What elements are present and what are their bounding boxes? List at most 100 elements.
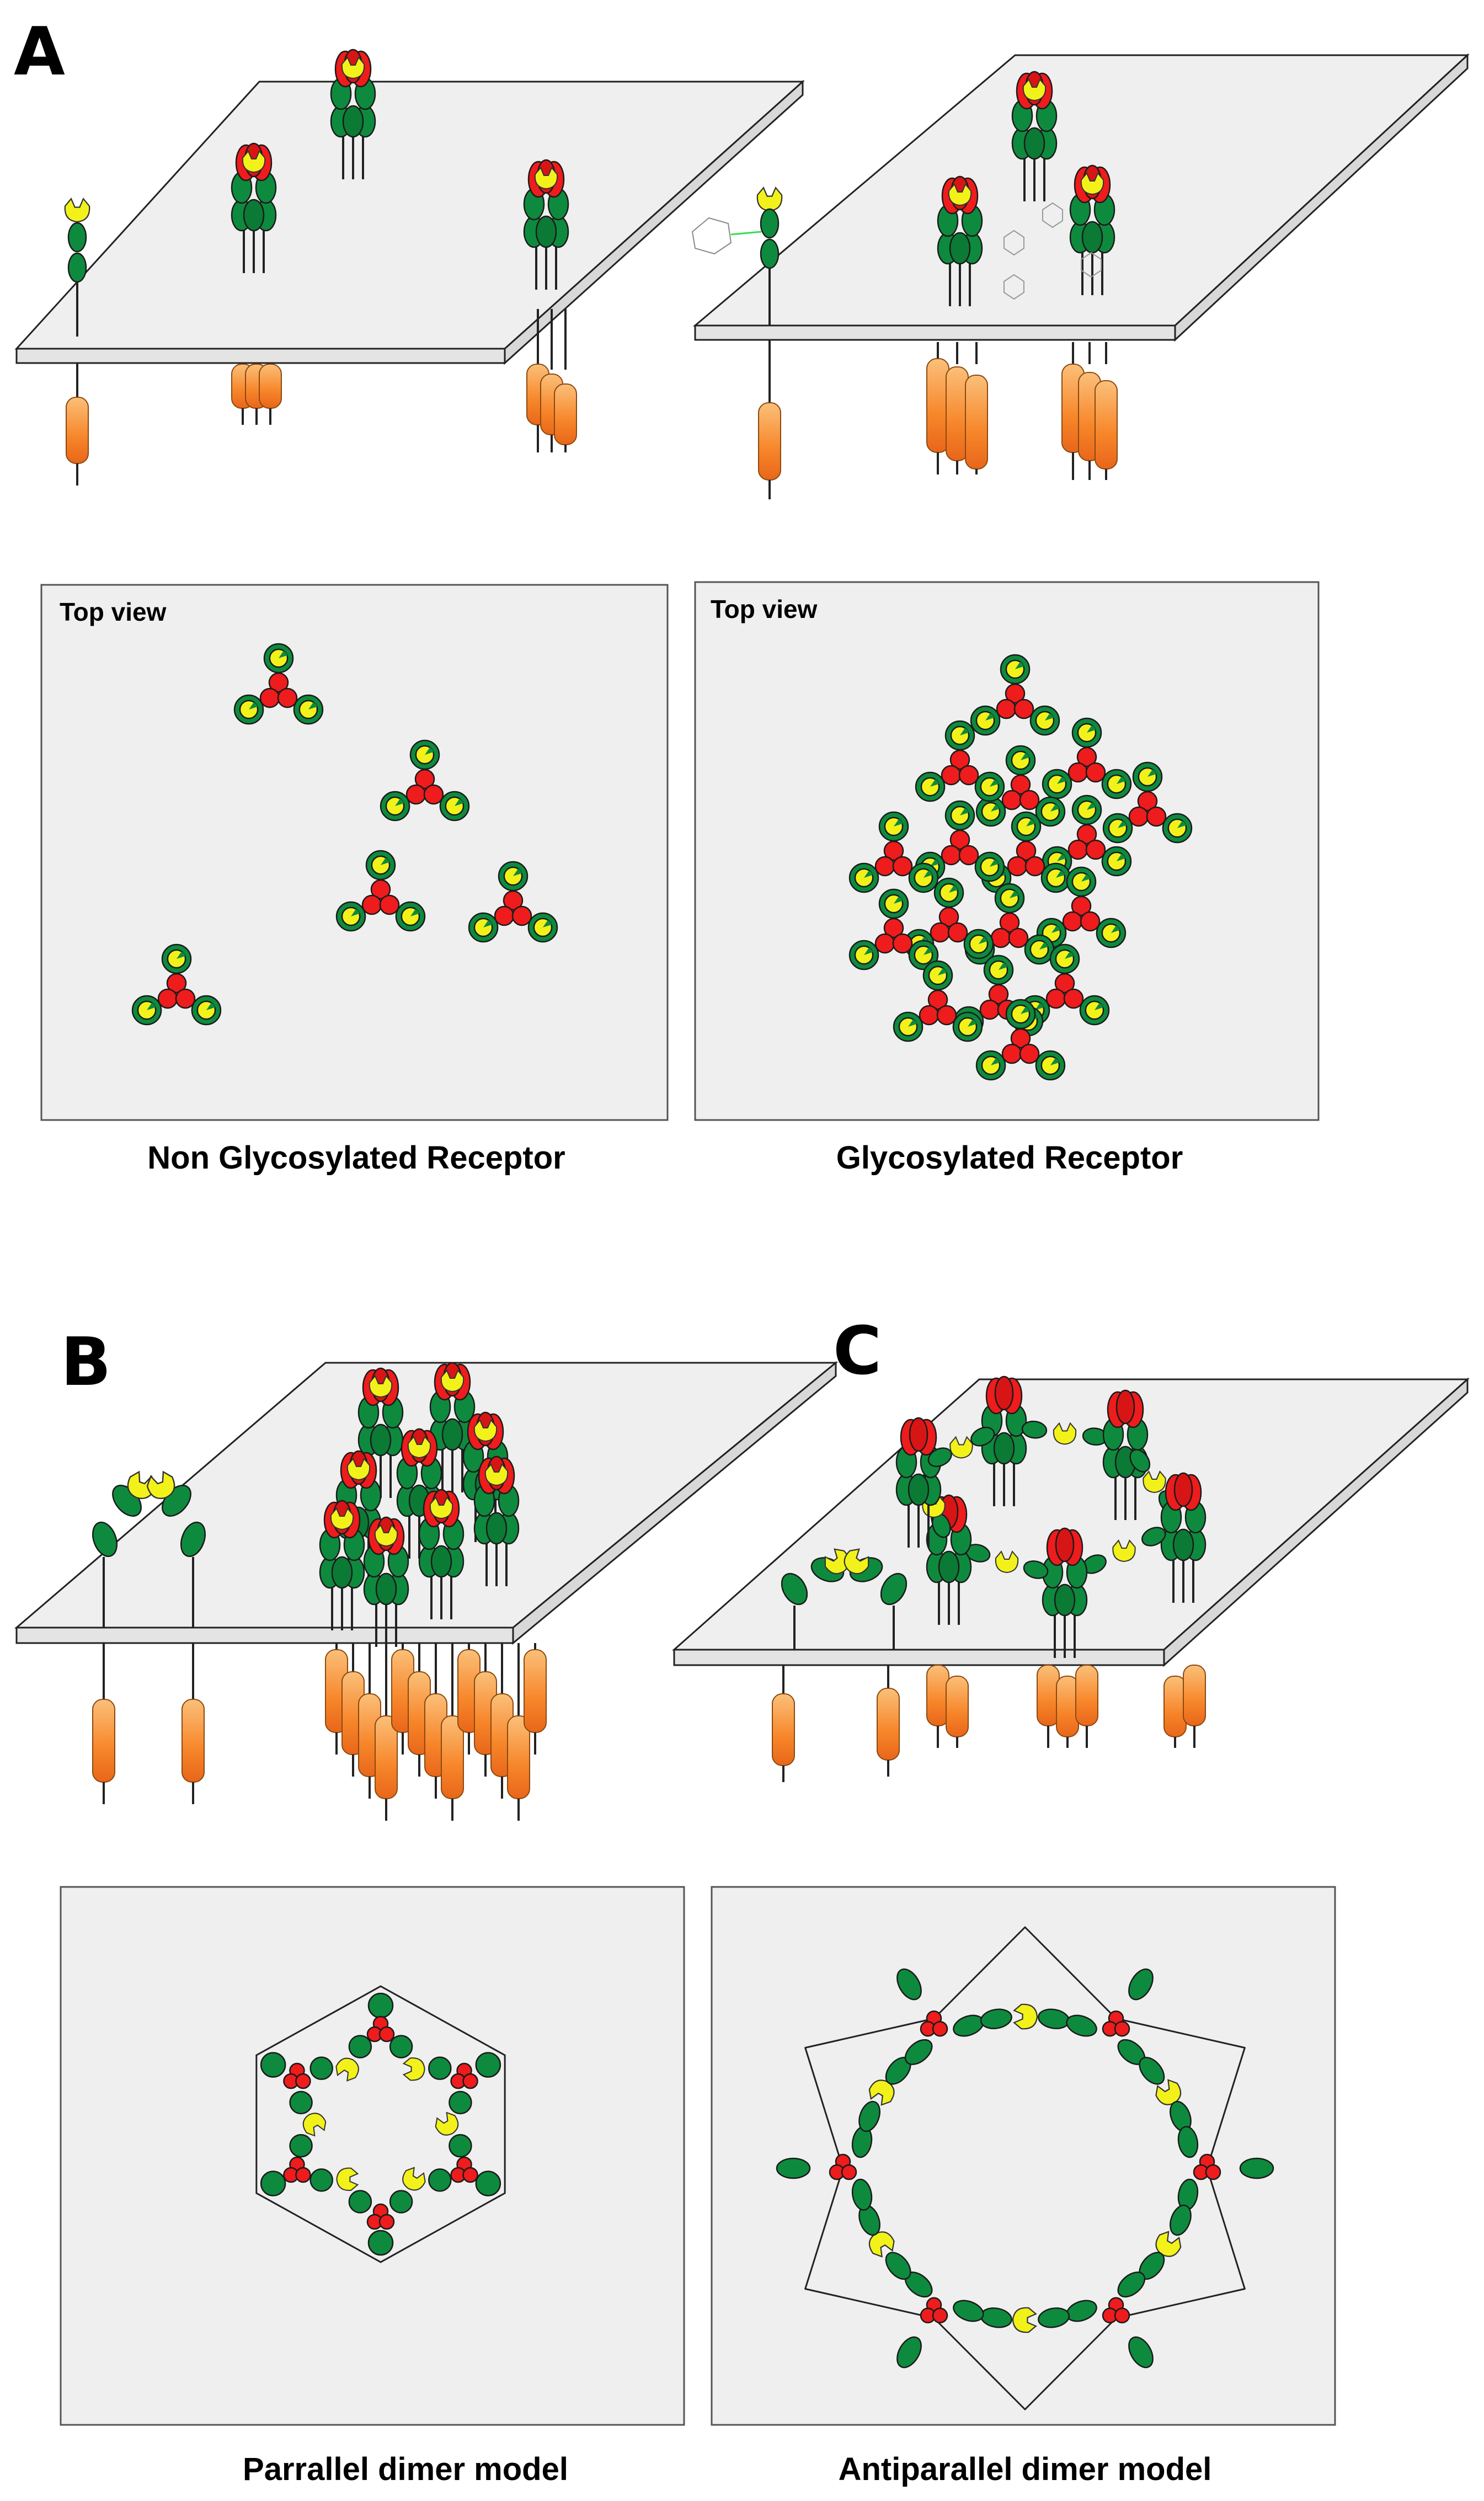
binding-notch [1057, 854, 1066, 861]
red-ligand [295, 2073, 311, 2089]
green-receptor-domain [908, 1473, 930, 1506]
yellow-binding-domain [1053, 1422, 1077, 1445]
red-ligand [909, 1417, 928, 1452]
green-receptor-domain [1141, 1527, 1166, 1547]
green-receptor-domain [475, 2052, 501, 2078]
red-ligand [1001, 790, 1022, 810]
glycan-ring [1042, 202, 1063, 228]
green-receptor-domain [475, 2171, 501, 2196]
green-receptor-domain [1172, 1528, 1194, 1561]
green-receptor-domain [449, 2134, 472, 2158]
binding-notch [949, 885, 958, 893]
yellow-binding-domain [1143, 1470, 1166, 1494]
yellow-binding-domain [435, 2111, 459, 2136]
binding-notch [989, 779, 999, 787]
green-receptor-domain [781, 1572, 808, 1606]
red-ligand [1063, 988, 1084, 1009]
green-receptor-domain [1038, 2307, 1070, 2328]
transmembrane-domain [259, 364, 282, 409]
binding-notch [410, 909, 420, 916]
binding-notch [1081, 874, 1091, 882]
panel-label-b: B [61, 1324, 111, 1401]
yellow-binding-domain [756, 186, 783, 212]
caption-non-glycosylated: Non Glycosylated Receptor [147, 1140, 565, 1176]
binding-notch [542, 920, 552, 927]
parallel-top-view-box [60, 1886, 685, 2426]
binding-notch [1087, 725, 1096, 733]
yellow-binding-domain [844, 1548, 869, 1575]
yellow-binding-domain [146, 1470, 175, 1499]
green-receptor-domain [880, 1572, 908, 1606]
red-ligand [414, 769, 435, 790]
red-ligand [988, 984, 1009, 1005]
antiparallel-dimer-ring [776, 1926, 1274, 2411]
red-ligand [930, 922, 951, 943]
red-ligand [462, 2073, 478, 2089]
binding-notch [1147, 769, 1157, 777]
green-receptor-domain [760, 238, 780, 269]
red-ligand [932, 2020, 948, 2037]
green-receptor-domain [375, 1572, 397, 1606]
red-ligand [892, 933, 913, 954]
red-ligand [1085, 762, 1106, 783]
red-ligand [277, 687, 298, 708]
yellow-binding-domain [242, 150, 266, 173]
binding-notch [923, 870, 933, 878]
binding-notch [1051, 925, 1061, 933]
transmembrane-domain [554, 383, 577, 445]
green-receptor-domain [851, 2178, 873, 2211]
binding-notch [864, 870, 873, 878]
binding-notch [425, 747, 434, 755]
green-receptor-domain [1170, 2204, 1192, 2236]
yellow-binding-domain [534, 167, 558, 190]
yellow-binding-domain [1022, 78, 1047, 102]
yellow-binding-domain [1155, 2079, 1182, 2105]
yellow-binding-domain [868, 2079, 895, 2106]
transmembrane-domain [92, 1699, 115, 1783]
transmembrane-domain [524, 1649, 547, 1733]
yellow-binding-domain [335, 2057, 359, 2082]
red-ligand [1045, 988, 1066, 1009]
panel-label-a: A [14, 14, 65, 90]
green-receptor-domain [776, 2157, 811, 2179]
green-receptor-domain [904, 2039, 933, 2065]
binding-notch [351, 909, 360, 916]
binding-notch [1111, 925, 1120, 933]
panel-label-c: C [833, 1313, 882, 1390]
red-ligand [378, 2026, 395, 2043]
red-ligand [958, 765, 979, 786]
red-ligand [883, 840, 904, 861]
binding-notch [147, 1002, 156, 1010]
binding-notch [960, 808, 969, 815]
green-receptor-domain [367, 1992, 394, 2019]
green-receptor-domain [428, 2056, 452, 2080]
yellow-binding-domain [1112, 1539, 1136, 1563]
red-ligand [883, 918, 904, 938]
binding-notch [1050, 1058, 1060, 1065]
red-ligand [1115, 1389, 1135, 1425]
glycan-ring [1081, 252, 1102, 278]
binding-notch [967, 1019, 977, 1027]
binding-notch [395, 798, 404, 806]
green-receptor-domain [289, 2091, 313, 2115]
red-ligand [874, 933, 895, 954]
red-ligand [1016, 840, 1037, 861]
transmembrane-domain [66, 397, 89, 464]
red-ligand [1067, 762, 1088, 783]
green-receptor-domain [980, 2008, 1012, 2029]
green-receptor-domain [1129, 1449, 1151, 1473]
green-receptor-domain [367, 2230, 394, 2256]
transmembrane-domain [1183, 1665, 1206, 1726]
red-ligand [175, 988, 196, 1009]
binding-notch [1044, 713, 1054, 721]
green-receptor-domain [1021, 1420, 1048, 1439]
binding-notch [960, 728, 969, 735]
green-receptor-domain [243, 199, 265, 232]
binding-notch [991, 1058, 1000, 1065]
glycan-ring [1003, 230, 1024, 256]
green-receptor-domain [1128, 2336, 1154, 2369]
red-ligand [1146, 806, 1167, 827]
binding-notch [1118, 820, 1127, 828]
binding-notch [989, 859, 999, 867]
green-receptor-domain [441, 1418, 463, 1451]
